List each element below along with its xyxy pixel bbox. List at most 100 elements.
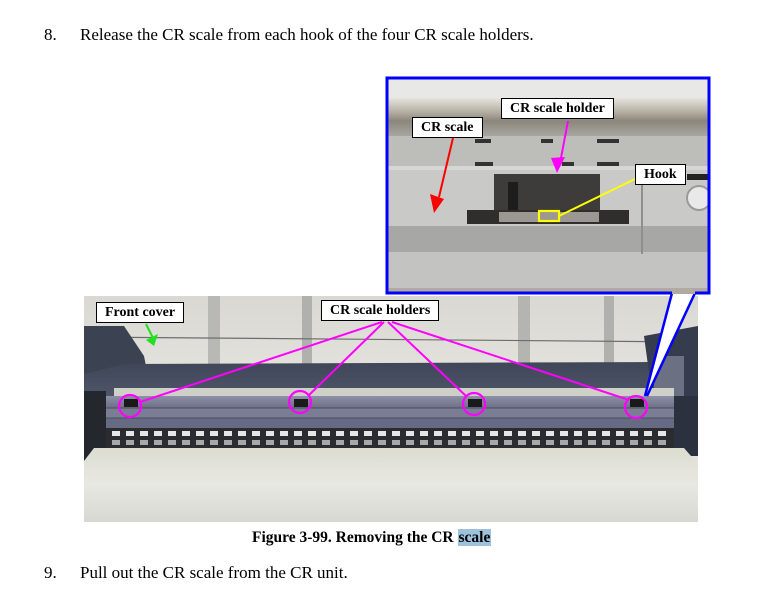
platen-slot xyxy=(560,440,568,445)
holder-circles xyxy=(117,389,649,420)
holder-circle-3 xyxy=(461,391,487,417)
platen-slot xyxy=(182,440,190,445)
platen-slot xyxy=(504,431,512,436)
platen-slot xyxy=(378,431,386,436)
platen-slot xyxy=(168,440,176,445)
platen-slot xyxy=(630,440,638,445)
platen-slot xyxy=(462,431,470,436)
platen-slot xyxy=(616,431,624,436)
platen-slot xyxy=(266,440,274,445)
platen-slot xyxy=(476,431,484,436)
platen-slot xyxy=(518,440,526,445)
platen-slot xyxy=(546,440,554,445)
platen-slot xyxy=(224,431,232,436)
platen-slot xyxy=(168,431,176,436)
cr-scale-arrow xyxy=(438,137,454,198)
platen-slot xyxy=(434,431,442,436)
rail xyxy=(104,396,674,408)
printer-photo-drawing xyxy=(84,296,698,522)
platen-slot xyxy=(350,440,358,445)
step-number: 8. xyxy=(44,25,57,44)
platen-slot xyxy=(574,440,582,445)
platen xyxy=(104,428,674,448)
platen-slot xyxy=(630,431,638,436)
platen-slot xyxy=(490,440,498,445)
front-cover-arrow xyxy=(145,323,154,339)
platen-slot xyxy=(322,431,330,436)
platen-slot xyxy=(140,431,148,436)
platen-slot xyxy=(112,431,120,436)
platen-slot xyxy=(308,440,316,445)
platen-slot xyxy=(252,440,260,445)
platen-slot xyxy=(616,440,624,445)
platen-slot xyxy=(280,440,288,445)
platen-slot xyxy=(420,440,428,445)
platen-slot xyxy=(644,431,652,436)
beam-strip xyxy=(114,388,674,396)
platen-slot xyxy=(392,440,400,445)
platen-slot xyxy=(588,431,596,436)
platen-slot xyxy=(462,440,470,445)
left-side xyxy=(84,391,106,461)
right-side xyxy=(674,396,698,456)
cr-scale-holders-label: CR scale holders xyxy=(321,300,440,321)
platen-slot xyxy=(406,440,414,445)
platen-slot xyxy=(476,440,484,445)
platen-slot xyxy=(518,431,526,436)
platen-slot xyxy=(658,440,666,445)
paper xyxy=(84,448,698,522)
holder-block xyxy=(294,399,308,407)
platen-slot xyxy=(294,431,302,436)
holder-callout-lines xyxy=(139,321,630,403)
cr-scale-holder-label: CR scale holder xyxy=(501,98,614,119)
holder-block xyxy=(124,399,138,407)
holder-circle-2 xyxy=(287,389,313,415)
hook-pointer xyxy=(558,177,638,217)
platen-slot xyxy=(322,440,330,445)
holder-block xyxy=(630,399,644,407)
platen-slot xyxy=(210,440,218,445)
platen-slot xyxy=(154,431,162,436)
platen-slot xyxy=(532,440,540,445)
platen-slot xyxy=(378,440,386,445)
platen-slot xyxy=(280,431,288,436)
post xyxy=(302,296,312,406)
holder-arrow xyxy=(560,120,569,159)
platen-slot xyxy=(406,431,414,436)
caption-text: Figure 3-99. Removing the CR xyxy=(252,529,458,546)
platen-slot xyxy=(238,431,246,436)
platen-slot xyxy=(448,440,456,445)
platen-slot xyxy=(224,440,232,445)
platen-slot xyxy=(238,440,246,445)
platen-slot xyxy=(112,440,120,445)
platen-slot xyxy=(308,431,316,436)
platen-slot xyxy=(602,440,610,445)
platen-slot xyxy=(490,431,498,436)
platen-slot xyxy=(336,440,344,445)
platen-slot xyxy=(602,431,610,436)
post xyxy=(604,296,614,406)
inset-frame xyxy=(385,76,711,295)
front-cover-label: Front cover xyxy=(96,302,185,323)
platen-slot xyxy=(266,431,274,436)
step-number: 9. xyxy=(44,563,57,582)
platen-slot xyxy=(182,431,190,436)
platen-slot xyxy=(210,431,218,436)
platen-slot xyxy=(392,431,400,436)
platen-slot xyxy=(126,440,134,445)
platen-slot xyxy=(140,440,148,445)
platen-slot xyxy=(294,440,302,445)
platen-slot xyxy=(644,440,652,445)
roller xyxy=(686,185,710,211)
platen-slot xyxy=(364,431,372,436)
platen-slot xyxy=(574,431,582,436)
platen-slot xyxy=(364,440,372,445)
platen-slot xyxy=(252,431,260,436)
platen-slot xyxy=(196,440,204,445)
step-text: Release the CR scale from each hook of t… xyxy=(80,25,534,44)
platen-slot xyxy=(420,431,428,436)
hook-label: Hook xyxy=(635,164,686,185)
cr-scale-label: CR scale xyxy=(412,117,483,138)
rail xyxy=(104,408,674,418)
caption-selected-text[interactable]: scale xyxy=(457,529,492,546)
